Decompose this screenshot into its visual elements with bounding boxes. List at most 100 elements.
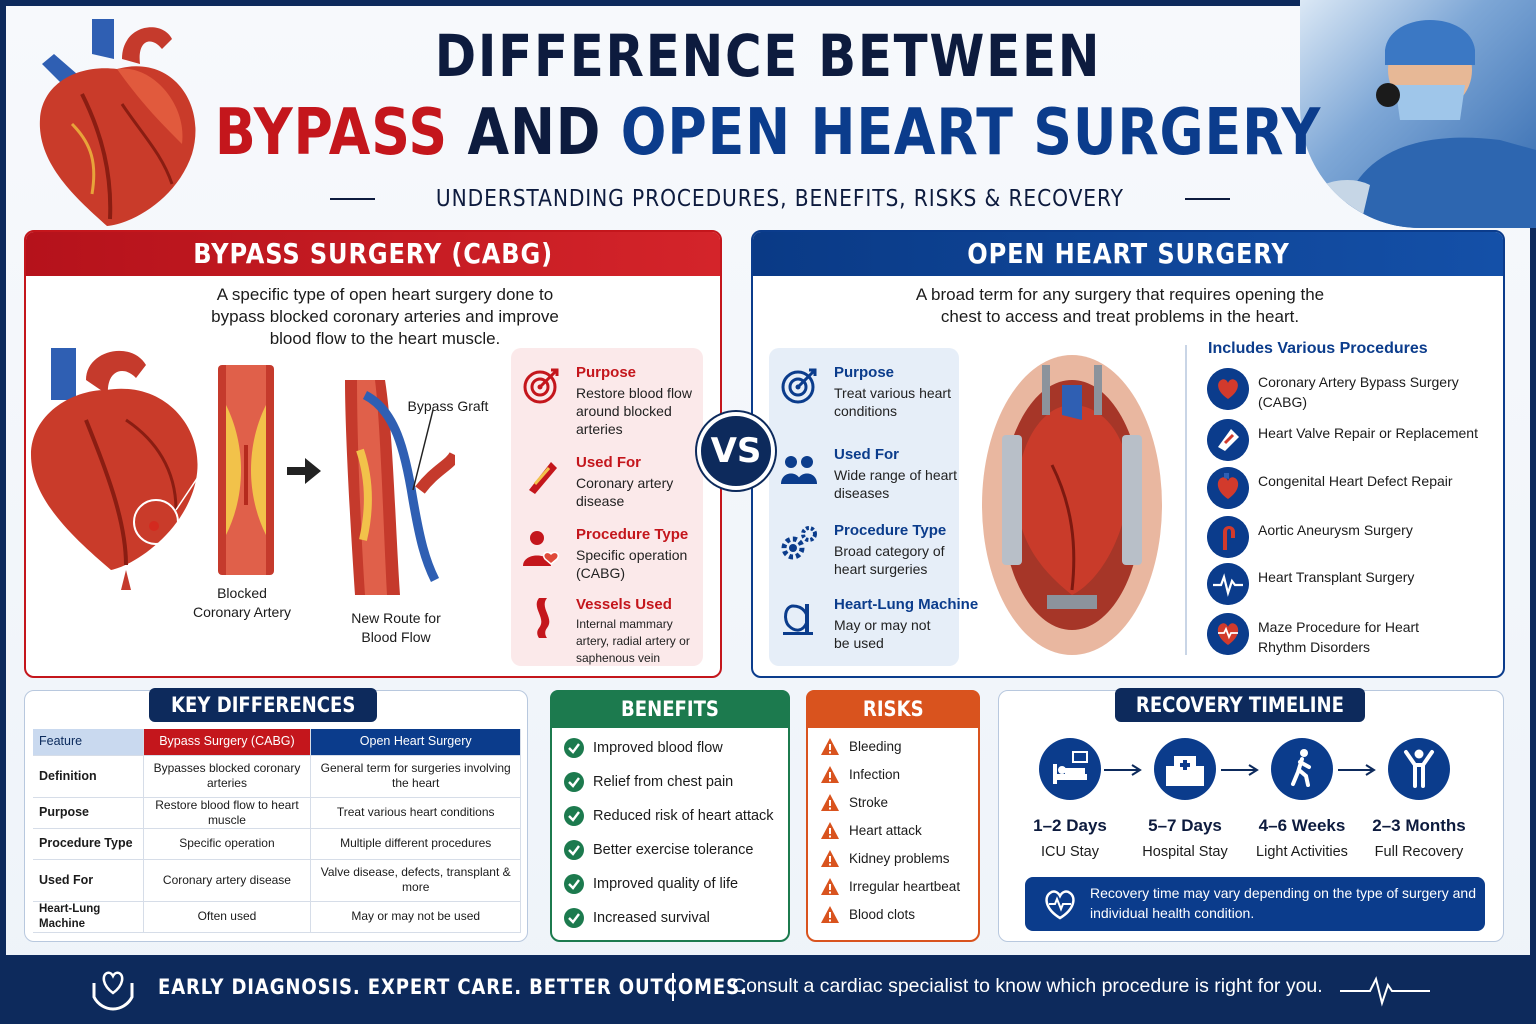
risk-item: Irregular heartbeat <box>820 877 960 897</box>
procedure-label: Congenital Heart Defect Repair <box>1258 473 1453 489</box>
benefit-item: Improved quality of life <box>564 874 739 895</box>
recovery-step-hospital: 5–7 Days Hospital Stay <box>1120 738 1250 860</box>
footer-cta: Consult a cardiac specialist to know whi… <box>732 975 1323 997</box>
key-differences-title-text: KEY DIFFERENCES <box>170 693 356 717</box>
benefit-label: Increased survival <box>593 910 710 926</box>
warning-icon <box>821 822 839 840</box>
heart-hands-icon <box>92 971 134 1011</box>
title-open-heart: OPEN HEART SURGERY <box>620 96 1322 170</box>
title-and: AND <box>467 96 602 170</box>
table-cell: Coronary artery disease <box>143 859 312 902</box>
open-heart-info-card: Purpose Treat various heart conditions U… <box>769 348 978 666</box>
label-new-route: New Route for Blood Flow <box>351 610 441 645</box>
footer: EARLY DIAGNOSIS. EXPERT CARE. BETTER OUT… <box>0 955 1536 1024</box>
subtitle-row: UNDERSTANDING PROCEDURES, BENEFITS, RISK… <box>330 184 1231 214</box>
valve-icon <box>1207 419 1249 461</box>
table-header-bypass: Bypass Surgery (CABG) <box>143 729 312 756</box>
open-procedure-type-text: Broad category of heart surgeries <box>834 543 945 577</box>
procedure-transplant: Heart Transplant Surgery <box>1207 563 1497 607</box>
benefits-title-text: BENEFITS <box>621 697 719 721</box>
procedures-heading: Includes Various Procedures <box>1208 340 1428 357</box>
open-machine-text: May or may not be used <box>834 617 931 651</box>
hospital-icon <box>1154 738 1216 800</box>
recovery-label: Hospital Stay <box>1142 844 1228 860</box>
risk-item: Kidney problems <box>820 849 950 869</box>
procedure-label: Maze Procedure for Heart Rhythm Disorder… <box>1258 619 1420 655</box>
subtitle: UNDERSTANDING PROCEDURES, BENEFITS, RISK… <box>436 186 1124 212</box>
target-icon <box>781 368 817 404</box>
page-title-line1: DIFFERENCE BETWEEN <box>434 22 1102 90</box>
open-procedure-type-heading: Procedure Type <box>834 522 947 539</box>
risk-item: Blood clots <box>820 905 915 925</box>
risks-title: RISKS <box>806 690 980 728</box>
table-cell: Specific operation <box>143 828 312 860</box>
procedure-congenital: Congenital Heart Defect Repair <box>1207 467 1497 511</box>
recovery-duration: 4–6 Weeks <box>1258 816 1346 835</box>
footer-slogan: EARLY DIAGNOSIS. EXPERT CARE. BETTER OUT… <box>158 975 748 999</box>
key-differences-panel: KEY DIFFERENCES Feature Bypass Surgery (… <box>24 688 528 942</box>
benefit-label: Reduced risk of heart attack <box>593 808 774 824</box>
risk-label: Heart attack <box>849 823 922 838</box>
pulse-icon <box>1207 563 1249 605</box>
risk-item: Stroke <box>820 793 888 813</box>
procedure-label: Heart Transplant Surgery <box>1258 569 1415 585</box>
benefit-item: Reduced risk of heart attack <box>564 806 774 827</box>
risk-label: Bleeding <box>849 739 902 754</box>
risk-item: Infection <box>820 765 900 785</box>
walking-icon <box>1271 738 1333 800</box>
page-title-line2: BYPASS AND OPEN HEART SURGERY <box>123 96 1413 170</box>
table-row: Purpose Restore blood flow to heart musc… <box>33 797 521 829</box>
arrow-right-icon <box>1221 764 1259 776</box>
open-used-for-heading: Used For <box>834 446 900 463</box>
recovery-duration: 2–3 Months <box>1372 816 1466 835</box>
procedure-aortic: Aortic Aneurysm Surgery <box>1207 516 1497 560</box>
procedure-label: Heart Valve Repair or Replacement <box>1258 425 1478 441</box>
heart-pulse-icon <box>1207 613 1249 655</box>
recovery-duration: 5–7 Days <box>1148 816 1222 835</box>
recovery-step-light: 4–6 Weeks Light Activities <box>1237 738 1367 860</box>
check-icon <box>564 772 584 793</box>
arrow-icon <box>287 458 321 484</box>
recovery-note: Recovery time may vary depending on the … <box>1025 877 1485 931</box>
recovery-title: RECOVERY TIMELINE <box>1115 688 1365 722</box>
procedure-valve: Heart Valve Repair or Replacement <box>1207 419 1497 463</box>
label-bypass-graft: Bypass Graft <box>407 398 489 414</box>
bypass-description: A specific type of open heart surgery do… <box>211 285 559 348</box>
table-cell: Multiple different procedures <box>310 828 521 860</box>
risk-item: Bleeding <box>820 737 902 757</box>
bypass-procedure-type-text: Specific operation (CABG) <box>576 547 688 581</box>
table-cell: Restore blood flow to heart muscle <box>143 797 312 829</box>
bypass-panel-title: BYPASS SURGERY (CABG) <box>193 237 553 270</box>
check-icon <box>564 738 584 759</box>
table-row: Procedure Type Specific operation Multip… <box>33 828 521 860</box>
bypass-heart-illustration <box>31 348 216 590</box>
target-icon <box>523 368 559 404</box>
open-chest-illustration <box>982 355 1162 655</box>
risk-item: Heart attack <box>820 821 922 841</box>
table-cell: Heart-Lung Machine <box>33 901 144 933</box>
vessel-icon <box>536 598 550 638</box>
key-differences-title: KEY DIFFERENCES <box>149 688 377 722</box>
bypass-purpose-heading: Purpose <box>576 364 637 381</box>
recovery-note-text: Recovery time may vary depending on the … <box>1090 885 1476 921</box>
recovery-title-text: RECOVERY TIMELINE <box>1135 693 1344 717</box>
warning-icon <box>821 850 839 868</box>
procedures-divider <box>1185 345 1187 655</box>
risk-label: Stroke <box>849 795 889 810</box>
footer-separator <box>672 973 674 1001</box>
aorta-icon <box>1207 516 1249 558</box>
open-heart-description: A broad term for any surgery that requir… <box>915 285 1325 326</box>
procedure-maze: Maze Procedure for Heart Rhythm Disorder… <box>1207 613 1497 657</box>
heart-icon <box>1207 368 1249 410</box>
benefit-item: Increased survival <box>564 908 710 929</box>
table-cell: Often used <box>143 901 312 933</box>
benefit-label: Improved quality of life <box>593 876 739 892</box>
open-machine-heading: Heart-Lung Machine <box>834 596 979 613</box>
arrow-right-icon <box>1338 764 1376 776</box>
benefit-label: Improved blood flow <box>593 740 723 756</box>
check-icon <box>564 908 584 929</box>
bypass-vessels-text: Internal mammary artery, radial artery o… <box>576 617 690 665</box>
label-blocked-artery: Blocked Coronary Artery <box>192 585 292 620</box>
icu-bed-icon <box>1039 738 1101 800</box>
